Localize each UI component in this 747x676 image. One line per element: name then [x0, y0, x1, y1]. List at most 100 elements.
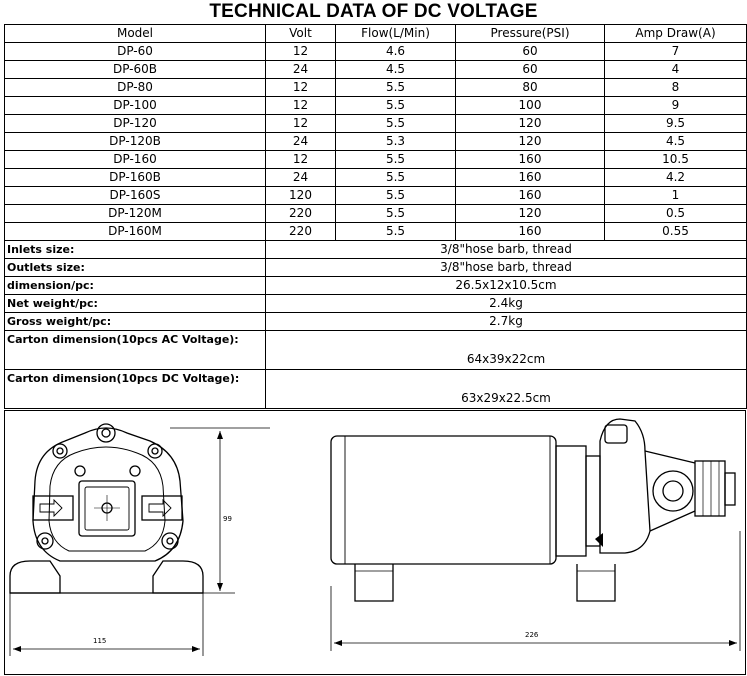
- cell-pressure: 160: [455, 222, 605, 241]
- spec-value: 2.7kg: [265, 312, 747, 331]
- pump-side-view: 226: [330, 418, 741, 651]
- spec-row: Carton dimension(10pcs AC Voltage):64x39…: [4, 330, 747, 370]
- technical-data-table: Model Volt Flow(L/Min) Pressure(PSI) Amp…: [4, 24, 747, 409]
- cell-amp-draw: 8: [604, 78, 747, 97]
- cell-amp-draw: 0.5: [604, 204, 747, 223]
- spec-value: 2.4kg: [265, 294, 747, 313]
- cell-pressure: 100: [455, 96, 605, 115]
- cell-pressure: 80: [455, 78, 605, 97]
- cell-model: DP-120B: [4, 132, 266, 151]
- spec-label: Gross weight/pc:: [4, 312, 266, 331]
- cell-flow: 5.5: [335, 186, 456, 205]
- spec-row: Inlets size:3/8"hose barb, thread: [4, 240, 747, 259]
- cell-model: DP-160M: [4, 222, 266, 241]
- pump-front-view: 115 99: [9, 423, 270, 656]
- cell-amp-draw: 10.5: [604, 150, 747, 169]
- spec-value: 26.5x12x10.5cm: [265, 276, 747, 295]
- cell-volt: 220: [265, 204, 336, 223]
- cell-volt: 12: [265, 96, 336, 115]
- cell-flow: 5.5: [335, 150, 456, 169]
- spec-value: 64x39x22cm: [265, 330, 747, 370]
- header-volt: Volt: [265, 24, 336, 43]
- cell-amp-draw: 4.5: [604, 132, 747, 151]
- cell-pressure: 160: [455, 168, 605, 187]
- spec-value: 63x29x22.5cm: [265, 369, 747, 409]
- cell-amp-draw: 1: [604, 186, 747, 205]
- spec-row: Gross weight/pc:2.7kg: [4, 312, 747, 331]
- cell-model: DP-60: [4, 42, 266, 61]
- header-flow: Flow(L/Min): [335, 24, 456, 43]
- header-amp-draw: Amp Draw(A): [604, 24, 747, 43]
- spec-row: Carton dimension(10pcs DC Voltage):63x29…: [4, 369, 747, 409]
- cell-volt: 12: [265, 42, 336, 61]
- cell-flow: 5.5: [335, 168, 456, 187]
- cell-flow: 5.5: [335, 222, 456, 241]
- front-height-dimension: 99: [223, 515, 232, 523]
- cell-volt: 120: [265, 186, 336, 205]
- cell-pressure: 60: [455, 42, 605, 61]
- cell-pressure: 120: [455, 114, 605, 133]
- spec-row: Outlets size:3/8"hose barb, thread: [4, 258, 747, 277]
- side-length-dimension: 226: [525, 631, 539, 639]
- cell-amp-draw: 9.5: [604, 114, 747, 133]
- cell-pressure: 120: [455, 204, 605, 223]
- cell-flow: 5.5: [335, 204, 456, 223]
- spec-label: Carton dimension(10pcs DC Voltage):: [4, 369, 266, 409]
- spec-label: Outlets size:: [4, 258, 266, 277]
- cell-amp-draw: 7: [604, 42, 747, 61]
- spec-label: Net weight/pc:: [4, 294, 266, 313]
- cell-amp-draw: 4: [604, 60, 747, 79]
- cell-flow: 5.5: [335, 114, 456, 133]
- spec-label: dimension/pc:: [4, 276, 266, 295]
- pump-technical-drawing: 115 99: [4, 410, 746, 675]
- cell-model: DP-100: [4, 96, 266, 115]
- cell-volt: 24: [265, 60, 336, 79]
- cell-model: DP-160S: [4, 186, 266, 205]
- cell-volt: 24: [265, 132, 336, 151]
- cell-volt: 220: [265, 222, 336, 241]
- page-title: TECHNICAL DATA OF DC VOLTAGE: [209, 1, 538, 22]
- header-model: Model: [4, 24, 266, 43]
- cell-model: DP-120M: [4, 204, 266, 223]
- table-header-row: Model Volt Flow(L/Min) Pressure(PSI) Amp…: [4, 24, 747, 43]
- cell-volt: 12: [265, 150, 336, 169]
- cell-pressure: 160: [455, 150, 605, 169]
- cell-pressure: 120: [455, 132, 605, 151]
- cell-model: DP-60B: [4, 60, 266, 79]
- spec-value: 3/8"hose barb, thread: [265, 240, 747, 259]
- cell-volt: 12: [265, 78, 336, 97]
- header-pressure: Pressure(PSI): [455, 24, 605, 43]
- spec-label: Inlets size:: [4, 240, 266, 259]
- cell-model: DP-120: [4, 114, 266, 133]
- cell-flow: 4.6: [335, 42, 456, 61]
- spec-row: dimension/pc:26.5x12x10.5cm: [4, 276, 747, 295]
- cell-volt: 24: [265, 168, 336, 187]
- cell-pressure: 60: [455, 60, 605, 79]
- cell-flow: 5.3: [335, 132, 456, 151]
- spec-row: Net weight/pc:2.4kg: [4, 294, 747, 313]
- cell-model: DP-160: [4, 150, 266, 169]
- spec-label: Carton dimension(10pcs AC Voltage):: [4, 330, 266, 370]
- cell-model: DP-160B: [4, 168, 266, 187]
- cell-flow: 4.5: [335, 60, 456, 79]
- cell-volt: 12: [265, 114, 336, 133]
- cell-pressure: 160: [455, 186, 605, 205]
- cell-amp-draw: 0.55: [604, 222, 747, 241]
- cell-flow: 5.5: [335, 96, 456, 115]
- cell-amp-draw: 9: [604, 96, 747, 115]
- cell-model: DP-80: [4, 78, 266, 97]
- front-width-dimension: 115: [93, 637, 106, 645]
- cell-flow: 5.5: [335, 78, 456, 97]
- spec-value: 3/8"hose barb, thread: [265, 258, 747, 277]
